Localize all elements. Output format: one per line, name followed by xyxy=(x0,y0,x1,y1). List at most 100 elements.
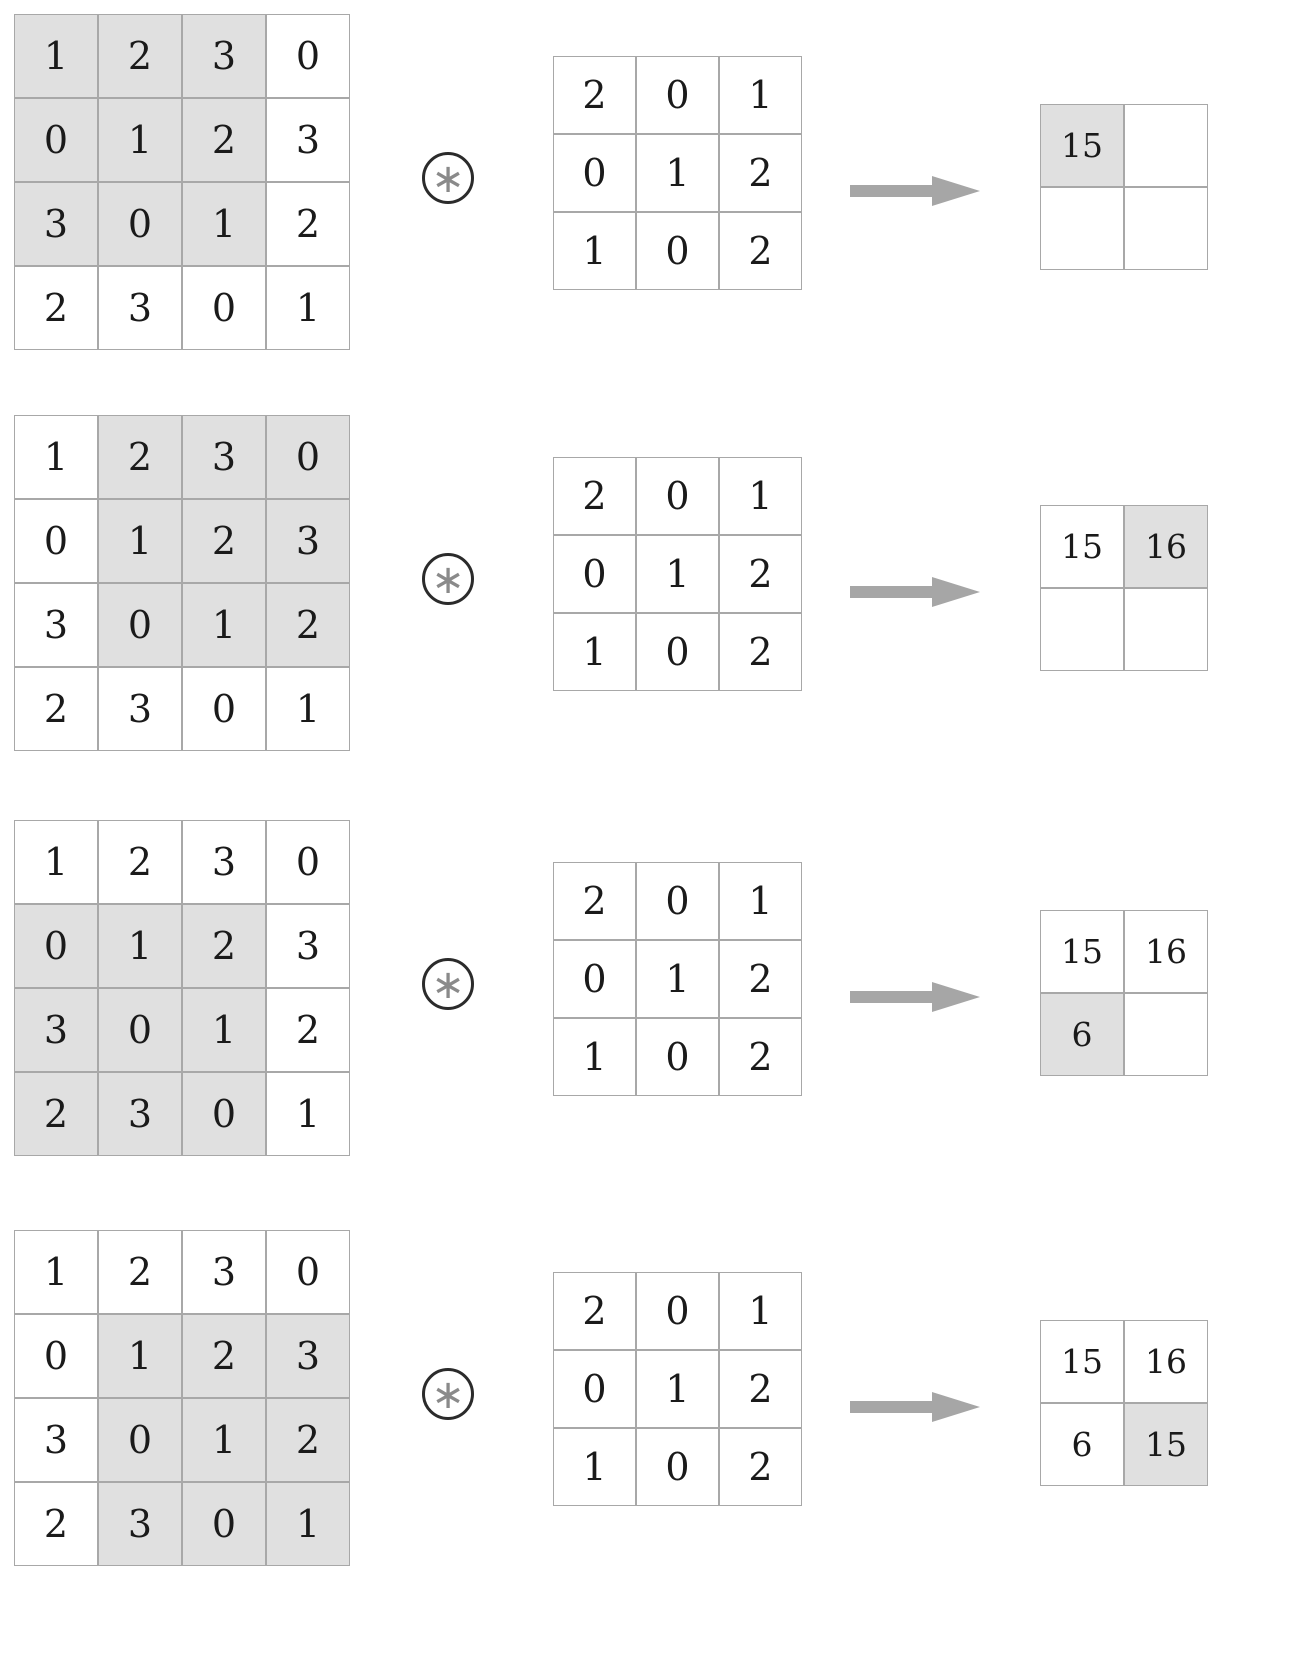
step-4-input-matrix-cell-r1c4: 0 xyxy=(266,1230,350,1314)
step-3-convolution-operator: ∗ xyxy=(422,958,474,1010)
step-4-kernel-matrix-cell-r2c1: 0 xyxy=(553,1350,636,1428)
step-2-input-matrix-cell-r1c4: 0 xyxy=(266,415,350,499)
step-3-input-matrix-cell-r4c2: 3 xyxy=(98,1072,182,1156)
step-2-kernel-matrix-cell-r2c1: 0 xyxy=(553,535,636,613)
step-2-convolution-operator: ∗ xyxy=(422,553,474,605)
step-3-input-matrix-cell-r3c3: 1 xyxy=(182,988,266,1072)
step-3-input-matrix-cell-r2c4: 3 xyxy=(266,904,350,988)
step-2-kernel-matrix-cell-r3c2: 0 xyxy=(636,613,719,691)
asterisk-icon: ∗ xyxy=(431,156,465,202)
step-1-result-arrow xyxy=(850,176,980,206)
step-3-input-matrix-cell-r2c1: 0 xyxy=(14,904,98,988)
arrow-head-icon xyxy=(850,982,980,1012)
step-1-input-matrix-cell-r1c4: 0 xyxy=(266,14,350,98)
step-3-input-matrix-cell-r3c2: 0 xyxy=(98,988,182,1072)
step-2-output-matrix-cell-r2c2 xyxy=(1124,588,1208,671)
step-2-input-matrix-cell-r2c3: 2 xyxy=(182,499,266,583)
step-3-kernel-matrix-cell-r3c1: 1 xyxy=(553,1018,636,1096)
step-2-input-matrix-cell-r1c1: 1 xyxy=(14,415,98,499)
step-2-input-matrix-cell-r3c2: 0 xyxy=(98,583,182,667)
step-1-kernel-matrix-cell-r3c3: 2 xyxy=(719,212,802,290)
step-3-output-matrix-cell-r2c1: 6 xyxy=(1040,993,1124,1076)
step-3-input-matrix-cell-r1c4: 0 xyxy=(266,820,350,904)
step-1-output-matrix-cell-r1c2 xyxy=(1124,104,1208,187)
step-1-input-matrix-cell-r1c3: 3 xyxy=(182,14,266,98)
step-2-kernel-matrix-cell-r3c3: 2 xyxy=(719,613,802,691)
step-3-kernel-matrix-cell-r2c1: 0 xyxy=(553,940,636,1018)
step-2-input-matrix-cell-r4c4: 1 xyxy=(266,667,350,751)
step-1-input-matrix-cell-r4c1: 2 xyxy=(14,266,98,350)
step-1-kernel-matrix-cell-r1c3: 1 xyxy=(719,56,802,134)
step-4-input-matrix-cell-r3c1: 3 xyxy=(14,1398,98,1482)
step-1-input-matrix-cell-r1c2: 2 xyxy=(98,14,182,98)
step-2-output-matrix-cell-r1c2: 16 xyxy=(1124,505,1208,588)
step-4-input-matrix-cell-r4c4: 1 xyxy=(266,1482,350,1566)
step-2-kernel-matrix-cell-r2c2: 1 xyxy=(636,535,719,613)
arrow-head-icon xyxy=(850,577,980,607)
step-4-kernel-matrix-cell-r3c1: 1 xyxy=(553,1428,636,1506)
step-1-kernel-matrix-cell-r3c1: 1 xyxy=(553,212,636,290)
step-1-kernel-matrix-cell-r3c2: 0 xyxy=(636,212,719,290)
arrow-head-icon xyxy=(850,1392,980,1422)
step-1-input-matrix-cell-r3c4: 2 xyxy=(266,182,350,266)
step-4-kernel-matrix-cell-r2c2: 1 xyxy=(636,1350,719,1428)
step-3-kernel-matrix-cell-r2c2: 1 xyxy=(636,940,719,1018)
step-1-output-matrix: 15 xyxy=(1040,104,1208,270)
step-2-kernel-matrix-cell-r2c3: 2 xyxy=(719,535,802,613)
step-3-kernel-matrix-cell-r1c2: 0 xyxy=(636,862,719,940)
step-4-input-matrix-cell-r2c4: 3 xyxy=(266,1314,350,1398)
step-4-input-matrix-cell-r4c1: 2 xyxy=(14,1482,98,1566)
step-2-output-matrix-cell-r1c1: 15 xyxy=(1040,505,1124,588)
step-1-input-matrix-cell-r2c4: 3 xyxy=(266,98,350,182)
step-3-output-matrix-cell-r1c2: 16 xyxy=(1124,910,1208,993)
step-1-input-matrix-cell-r2c2: 1 xyxy=(98,98,182,182)
step-4-kernel-matrix-cell-r2c3: 2 xyxy=(719,1350,802,1428)
step-1-input-matrix-cell-r3c3: 1 xyxy=(182,182,266,266)
step-3-input-matrix-cell-r4c3: 0 xyxy=(182,1072,266,1156)
step-2-output-matrix-cell-r2c1 xyxy=(1040,588,1124,671)
step-4-kernel-matrix-cell-r1c1: 2 xyxy=(553,1272,636,1350)
step-4-input-matrix-cell-r1c3: 3 xyxy=(182,1230,266,1314)
step-4-input-matrix-cell-r3c3: 1 xyxy=(182,1398,266,1482)
step-2-input-matrix-cell-r2c4: 3 xyxy=(266,499,350,583)
step-3-output-matrix-cell-r1c1: 15 xyxy=(1040,910,1124,993)
asterisk-icon: ∗ xyxy=(431,1372,465,1418)
step-3-input-matrix-cell-r1c3: 3 xyxy=(182,820,266,904)
step-2-kernel-matrix-cell-r3c1: 1 xyxy=(553,613,636,691)
step-1-output-matrix-cell-r1c1: 15 xyxy=(1040,104,1124,187)
step-4-kernel-matrix-cell-r1c2: 0 xyxy=(636,1272,719,1350)
asterisk-icon: ∗ xyxy=(431,962,465,1008)
step-3-input-matrix-cell-r1c1: 1 xyxy=(14,820,98,904)
step-1-input-matrix-cell-r2c1: 0 xyxy=(14,98,98,182)
step-1-input-matrix-cell-r4c4: 1 xyxy=(266,266,350,350)
step-2-result-arrow xyxy=(850,577,980,607)
step-3-input-matrix-cell-r3c4: 2 xyxy=(266,988,350,1072)
step-3-input-matrix-cell-r4c4: 1 xyxy=(266,1072,350,1156)
step-1-convolution-operator: ∗ xyxy=(422,152,474,204)
step-3-kernel-matrix-cell-r1c3: 1 xyxy=(719,862,802,940)
arrow-head-icon xyxy=(850,176,980,206)
step-1-input-matrix-cell-r1c1: 1 xyxy=(14,14,98,98)
step-1-kernel-matrix-cell-r2c3: 2 xyxy=(719,134,802,212)
step-4-kernel-matrix-cell-r3c2: 0 xyxy=(636,1428,719,1506)
step-2-input-matrix-cell-r2c2: 1 xyxy=(98,499,182,583)
step-4-input-matrix-cell-r2c3: 2 xyxy=(182,1314,266,1398)
step-3-kernel-matrix-cell-r3c3: 2 xyxy=(719,1018,802,1096)
step-2-input-matrix-cell-r3c1: 3 xyxy=(14,583,98,667)
step-4-output-matrix-cell-r2c2: 15 xyxy=(1124,1403,1208,1486)
step-4-output-matrix-cell-r1c2: 16 xyxy=(1124,1320,1208,1403)
step-1-input-matrix-cell-r3c2: 0 xyxy=(98,182,182,266)
step-4-result-arrow xyxy=(850,1392,980,1422)
